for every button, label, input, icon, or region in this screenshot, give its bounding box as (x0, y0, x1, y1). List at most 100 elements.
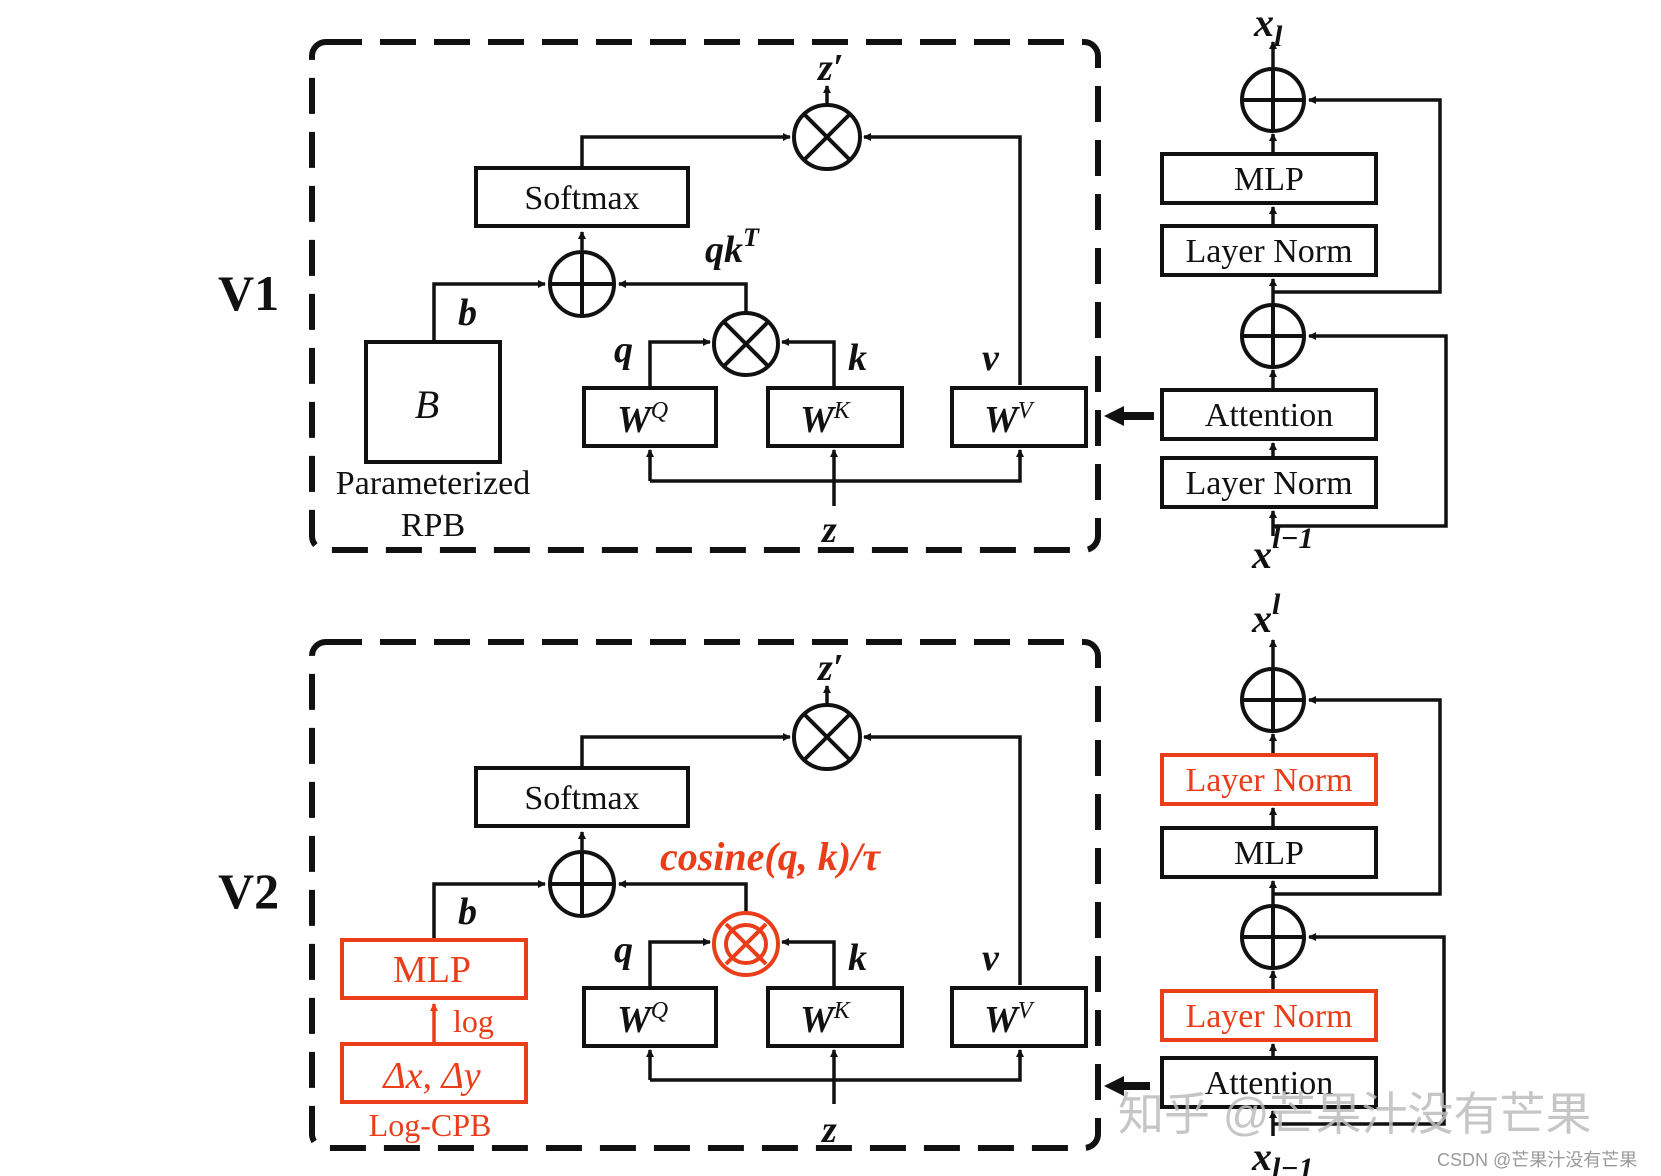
v2-q-to-mult (648, 938, 711, 987)
v1-block-norm-top-label: Layer Norm (1185, 233, 1352, 270)
v1-q-label: q (614, 329, 633, 371)
v2-block-add-bottom-icon (1240, 904, 1306, 970)
v2-log-label: log (453, 1003, 494, 1039)
v1-wv-label: WV (984, 398, 1035, 441)
v1-multiply-qk-icon (712, 311, 780, 377)
v2-block-mlp-label: MLP (1234, 835, 1304, 872)
v1-b-label: b (458, 292, 477, 334)
v2-block-norm-bottom-box (1160, 989, 1378, 1042)
v1-bias-caption-2: RPB (401, 507, 465, 544)
v2-block-norm-top-label: Layer Norm (1185, 762, 1352, 799)
v1-block-norm-top-box (1160, 224, 1378, 277)
v1-b-to-add (432, 280, 546, 342)
v1-output-label: z′ (816, 47, 843, 89)
v1-block-norm-bottom-box (1160, 456, 1378, 509)
v2-wv-label: WV (984, 998, 1035, 1041)
v2-wq-box (582, 986, 718, 1048)
v2-residual-top (1273, 696, 1442, 896)
v1-block-add-bottom-icon (1240, 303, 1306, 369)
v1-add-icon (548, 250, 616, 318)
v2-block-mlp-box (1160, 826, 1378, 879)
v1-residual-top (1273, 96, 1442, 294)
v1-q-to-mult (648, 338, 711, 387)
v2-cpb-caption: Log-CPB (369, 1107, 492, 1143)
v1-attention-frame (309, 39, 1101, 553)
v2-label: V2 (218, 863, 279, 919)
v1-bias-box-label: B (415, 382, 439, 427)
v2-residual-bottom (1273, 933, 1446, 1126)
v1-wk-label: WK (800, 398, 852, 441)
v2-block-norm-top-box (1160, 753, 1378, 806)
v2-delta-label: Δx, Δy (381, 1055, 480, 1097)
v1-block-add-top-icon (1240, 67, 1306, 133)
v1-softmax-to-mult (580, 133, 791, 166)
v1-bias-box (364, 340, 502, 464)
v1-wq-box (582, 386, 718, 448)
v2-cosine-label: cosine(q, k)/τ (660, 834, 881, 879)
v1-section: V1 z′ Softmax qkT b B Parameterized (218, 0, 1448, 577)
v2-b-label: b (458, 891, 477, 933)
v2-softmax-label: Softmax (524, 780, 639, 817)
v2-delta-box (340, 1042, 528, 1104)
v2-block-norm-bottom-label: Layer Norm (1185, 998, 1352, 1035)
zhihu-watermark: 知乎 @芒果汁没有芒果 (1118, 1088, 1591, 1140)
v2-z-to-wv (650, 1049, 1024, 1082)
v1-bias-caption-1: Parameterized (336, 465, 530, 502)
v1-wv-box (950, 386, 1088, 448)
v2-cpb-mlp-label: MLP (393, 949, 471, 991)
v2-softmax-to-mult (580, 733, 791, 766)
v1-block-attention-label: Attention (1205, 397, 1333, 434)
v1-qk-to-add (618, 280, 748, 314)
v2-expand-arrow-icon (1104, 1076, 1150, 1096)
v1-wq-label: WQ (617, 398, 668, 441)
v1-multiply-output-icon (792, 103, 862, 171)
v2-cos-to-add (618, 880, 748, 912)
v2-multiply-output-icon (792, 703, 862, 771)
v1-label: V1 (218, 265, 279, 321)
v1-softmax-label: Softmax (524, 180, 639, 217)
v1-k-to-mult (781, 338, 836, 387)
v2-output-label: z′ (816, 647, 843, 689)
v2-wk-box (766, 986, 904, 1048)
v2-block-add-top-icon (1240, 667, 1306, 733)
v2-cosine-multiply-icon (712, 911, 780, 977)
v1-block-attention-box (1160, 388, 1378, 441)
v2-wk-label: WK (800, 998, 852, 1041)
v1-expand-arrow-icon (1104, 406, 1154, 426)
v2-softmax-box (474, 766, 690, 828)
v2-v-to-mult (863, 733, 1022, 985)
v2-section: V2 z′ Softmax cosine(q, k)/τ b MLP log Δ… (218, 588, 1446, 1176)
v1-qk-label: qkT (705, 223, 760, 271)
v2-k-label: k (848, 937, 867, 979)
v1-transformer-block: xl MLP Layer Norm Attention (1160, 0, 1448, 577)
v2-cpb-mlp-box (340, 938, 528, 1000)
v2-block-attention-label: Attention (1205, 1065, 1333, 1102)
v2-block-attention-box (1160, 1056, 1378, 1109)
v1-block-input-label: xl−1 (1251, 522, 1314, 577)
v1-wk-box (766, 386, 904, 448)
v2-block-input-label: xl−1 (1251, 1134, 1314, 1176)
v1-block-mlp-label: MLP (1234, 161, 1304, 198)
v2-attention-frame (309, 639, 1101, 1151)
v2-v-label: v (982, 937, 1000, 979)
v2-wq-label: WQ (617, 998, 668, 1041)
v2-wv-box (950, 986, 1088, 1048)
v1-v-label: v (982, 337, 1000, 379)
v2-block-output-label: xl (1251, 588, 1281, 641)
v1-k-label: k (848, 337, 867, 379)
v1-input-label: z (820, 509, 837, 551)
v1-z-to-wv (650, 449, 1024, 483)
v2-k-to-mult (781, 938, 836, 987)
csdn-credit: CSDN @芒果汁没有芒果 (1437, 1150, 1637, 1170)
v1-block-mlp-box (1160, 152, 1378, 205)
v1-residual-bottom (1273, 332, 1448, 528)
v2-q-label: q (614, 929, 633, 971)
v1-v-to-mult (863, 133, 1022, 385)
v1-softmax-box (474, 166, 690, 228)
v2-add-icon (548, 850, 616, 918)
v1-block-output-label: xl (1253, 0, 1283, 53)
v2-b-to-add (432, 880, 546, 940)
v1-block-norm-bottom-label: Layer Norm (1185, 465, 1352, 502)
v2-transformer-block: xl Layer Norm MLP Layer Norm (1160, 588, 1446, 1176)
